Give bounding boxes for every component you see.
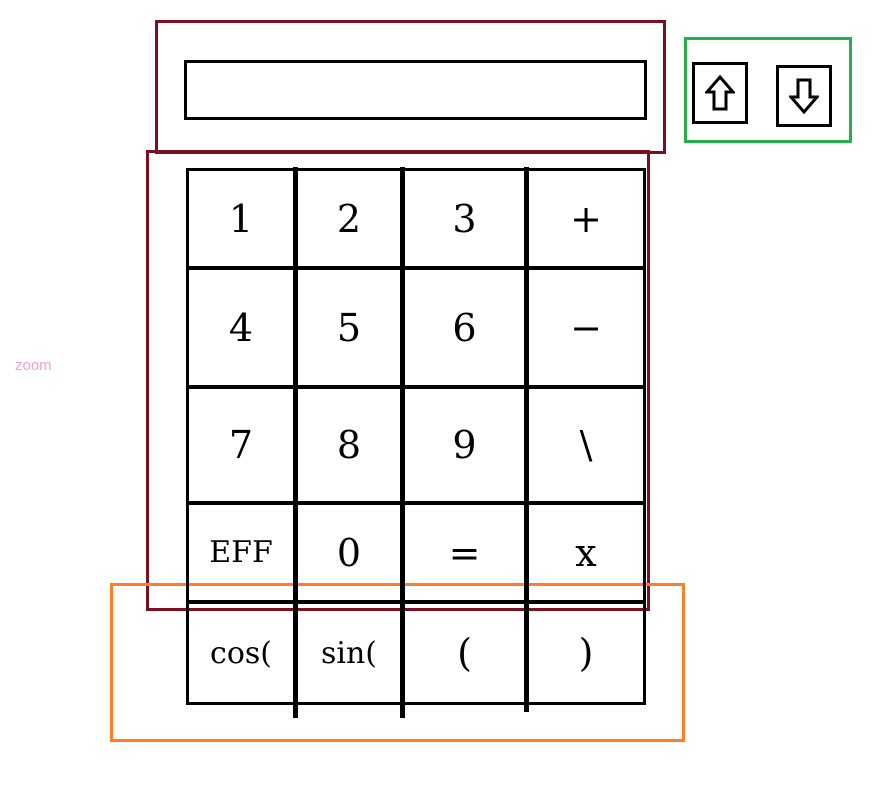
key-5[interactable]: 5 (336, 305, 362, 350)
arrow-up-icon (705, 74, 735, 111)
key-close-paren[interactable]: ) (578, 631, 594, 675)
key-1[interactable]: 1 (228, 196, 254, 241)
scroll-up-button[interactable] (692, 62, 748, 124)
function-row-region-outline (110, 583, 685, 742)
key-open-paren[interactable]: ( (457, 631, 472, 675)
key-cos[interactable]: cos( (210, 635, 272, 671)
key-plus[interactable]: + (570, 196, 602, 241)
keypad-divider-h4 (186, 600, 646, 604)
key-sin[interactable]: sin( (320, 635, 377, 671)
key-divide[interactable]: \ (579, 423, 593, 467)
key-8[interactable]: 8 (336, 423, 362, 467)
arrows-region-outline (684, 37, 852, 143)
arrow-down-icon (789, 78, 819, 115)
keypad-divider-v2 (400, 167, 405, 718)
calculator-display[interactable] (184, 60, 647, 120)
key-minus[interactable]: − (570, 305, 602, 350)
key-eff[interactable]: EFF (209, 535, 273, 570)
keypad-divider-h2 (186, 385, 646, 389)
keypad-divider-h1 (186, 266, 646, 270)
scroll-down-button[interactable] (776, 65, 832, 127)
key-3[interactable]: 3 (452, 196, 477, 241)
key-multiply[interactable]: x (575, 530, 597, 575)
zoom-label: zoom (15, 357, 52, 374)
key-9[interactable]: 9 (452, 423, 477, 467)
key-6[interactable]: 6 (452, 305, 477, 350)
key-4[interactable]: 4 (228, 305, 254, 350)
keypad-grid: 1 2 3 + 4 5 6 − 7 8 9 \ EFF 0 = x cos( s… (186, 167, 646, 718)
key-equals[interactable]: = (448, 530, 481, 575)
key-2[interactable]: 2 (336, 196, 362, 241)
key-7[interactable]: 7 (228, 423, 254, 467)
key-0[interactable]: 0 (336, 530, 362, 575)
keypad-divider-v1 (293, 167, 298, 718)
keypad-divider-h3 (186, 501, 646, 505)
keypad-region-outline (146, 150, 650, 611)
keypad-divider-v3 (524, 167, 529, 712)
